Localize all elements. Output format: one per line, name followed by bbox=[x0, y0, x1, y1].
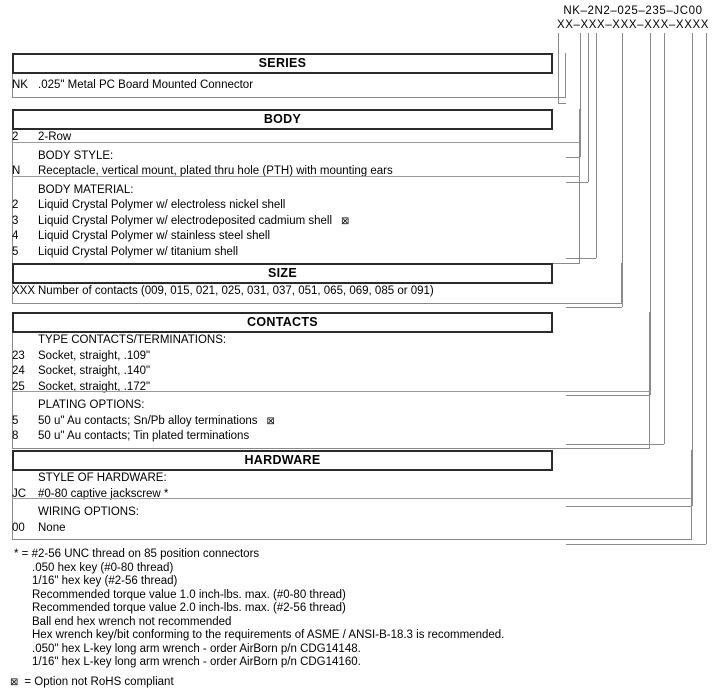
leader-line-4 bbox=[622, 33, 623, 307]
rohs-noncompliant-icon: ⊠ bbox=[266, 415, 275, 427]
option-code: XXX bbox=[12, 285, 36, 297]
footnote-line: Recommended torque value 2.0 inch-lbs. m… bbox=[32, 602, 346, 614]
option-code: 3 bbox=[12, 214, 19, 227]
leader-line-0 bbox=[558, 33, 559, 103]
rohs-noncompliant-icon: ⊠ bbox=[10, 677, 19, 688]
leader-elbow-3 bbox=[566, 258, 596, 259]
option-code: NK bbox=[12, 79, 28, 91]
section-header-size: SIZE bbox=[12, 263, 553, 284]
option-code: 2 bbox=[12, 199, 19, 211]
leader-line-8 bbox=[706, 33, 707, 544]
rohs-noncompliant-icon: ⊠ bbox=[341, 215, 350, 227]
option-description: 2-Row bbox=[38, 131, 72, 143]
group-title: PLATING OPTIONS: bbox=[38, 399, 145, 411]
option-description: Socket, straight, .172" bbox=[38, 380, 151, 393]
option-code: 24 bbox=[12, 365, 25, 377]
part-number-example: NK–2N2–025–235–JC00 bbox=[563, 5, 703, 17]
section-header-series: SERIES bbox=[12, 53, 553, 74]
section-outer-box-3 bbox=[12, 312, 650, 449]
leader-line-1 bbox=[580, 33, 581, 157]
group-title: TYPE CONTACTS/TERMINATIONS: bbox=[38, 334, 227, 346]
footnote-line: Ball end hex wrench not recommended bbox=[32, 615, 232, 628]
group-separator bbox=[12, 391, 650, 392]
option-description: Liquid Crystal Polymer w/ stainless stee… bbox=[38, 230, 271, 242]
leader-elbow-1 bbox=[566, 157, 580, 158]
group-separator bbox=[12, 141, 580, 143]
section-header-body: BODY bbox=[12, 109, 553, 130]
footnote-line: .050" hex L-key long arm wrench - order … bbox=[32, 642, 361, 655]
leader-line-5 bbox=[650, 33, 651, 395]
option-code: 00 bbox=[12, 521, 25, 534]
leader-elbow-8 bbox=[566, 544, 706, 545]
option-description: 50 u" Au contacts; Tin plated terminatio… bbox=[38, 430, 250, 442]
group-title: BODY STYLE: bbox=[38, 149, 114, 162]
section-header-contacts: CONTACTS bbox=[12, 312, 553, 333]
option-description: .025" Metal PC Board Mounted Connector bbox=[38, 79, 254, 91]
option-description: Liquid Crystal Polymer w/ electrodeposit… bbox=[38, 214, 350, 227]
option-description: Receptacle, vertical mount, plated thru … bbox=[38, 165, 393, 177]
option-code: 25 bbox=[12, 380, 25, 393]
option-code: 2 bbox=[12, 131, 19, 143]
option-code: 23 bbox=[12, 349, 25, 362]
leader-elbow-4 bbox=[566, 307, 622, 308]
part-number-mask: XX–XXX–XXX–XXX–XXXX bbox=[556, 19, 710, 31]
part-number-block: NK–2N2–025–235–JC00 XX–XXX–XXX–XXX–XXXX bbox=[548, 4, 718, 32]
footnote-line: Hex wrench key/bit conforming to the req… bbox=[32, 629, 505, 641]
option-description: None bbox=[38, 521, 66, 534]
leader-elbow-0 bbox=[558, 103, 566, 104]
option-code: 5 bbox=[12, 245, 19, 258]
leader-line-2 bbox=[588, 33, 589, 182]
group-title: STYLE OF HARDWARE: bbox=[38, 472, 167, 484]
option-code: 4 bbox=[12, 230, 19, 242]
group-title: BODY MATERIAL: bbox=[38, 183, 134, 196]
option-description: Liquid Crystal Polymer w/ titanium shell bbox=[38, 245, 239, 258]
leader-elbow-5 bbox=[566, 395, 650, 396]
footnote-asterisk: * = #2-56 UNC thread on 85 position conn… bbox=[14, 548, 260, 560]
option-code: 8 bbox=[12, 430, 19, 442]
footnote-line: Recommended torque value 1.0 inch-lbs. m… bbox=[32, 588, 346, 601]
leader-elbow-2 bbox=[566, 182, 588, 183]
option-description: Socket, straight, .140" bbox=[38, 365, 151, 377]
option-description: Socket, straight, .109" bbox=[38, 349, 151, 362]
group-separator bbox=[12, 498, 692, 499]
leader-elbow-7 bbox=[566, 506, 692, 507]
leader-line-3 bbox=[596, 33, 597, 258]
option-code: JC bbox=[12, 487, 27, 500]
section-outer-box-4 bbox=[12, 450, 692, 540]
option-code: 5 bbox=[12, 414, 19, 427]
section-outer-box-0 bbox=[12, 53, 566, 98]
group-title: WIRING OPTIONS: bbox=[38, 506, 139, 518]
footnote-line: 1/16" hex L-key long arm wrench - order … bbox=[32, 656, 361, 668]
group-separator bbox=[12, 175, 580, 177]
footnote-line: .050 hex key (#0-80 thread) bbox=[32, 561, 174, 574]
leader-line-7 bbox=[692, 33, 693, 506]
footnote-line: 1/16" hex key (#2-56 thread) bbox=[32, 575, 178, 587]
option-description: Number of contacts (009, 015, 021, 025, … bbox=[38, 285, 434, 297]
option-description: 50 u" Au contacts; Sn/Pb alloy terminati… bbox=[38, 414, 275, 427]
leader-elbow-6 bbox=[566, 444, 664, 445]
rohs-legend: ⊠ = Option not RoHS compliant bbox=[10, 676, 174, 688]
section-header-hardware: HARDWARE bbox=[12, 450, 553, 471]
rohs-legend-label: = Option not RoHS compliant bbox=[24, 676, 174, 688]
leader-line-6 bbox=[664, 33, 665, 444]
option-code: N bbox=[12, 165, 21, 177]
option-description: #0-80 captive jackscrew * bbox=[38, 487, 169, 500]
option-description: Liquid Crystal Polymer w/ electroless ni… bbox=[38, 199, 286, 211]
